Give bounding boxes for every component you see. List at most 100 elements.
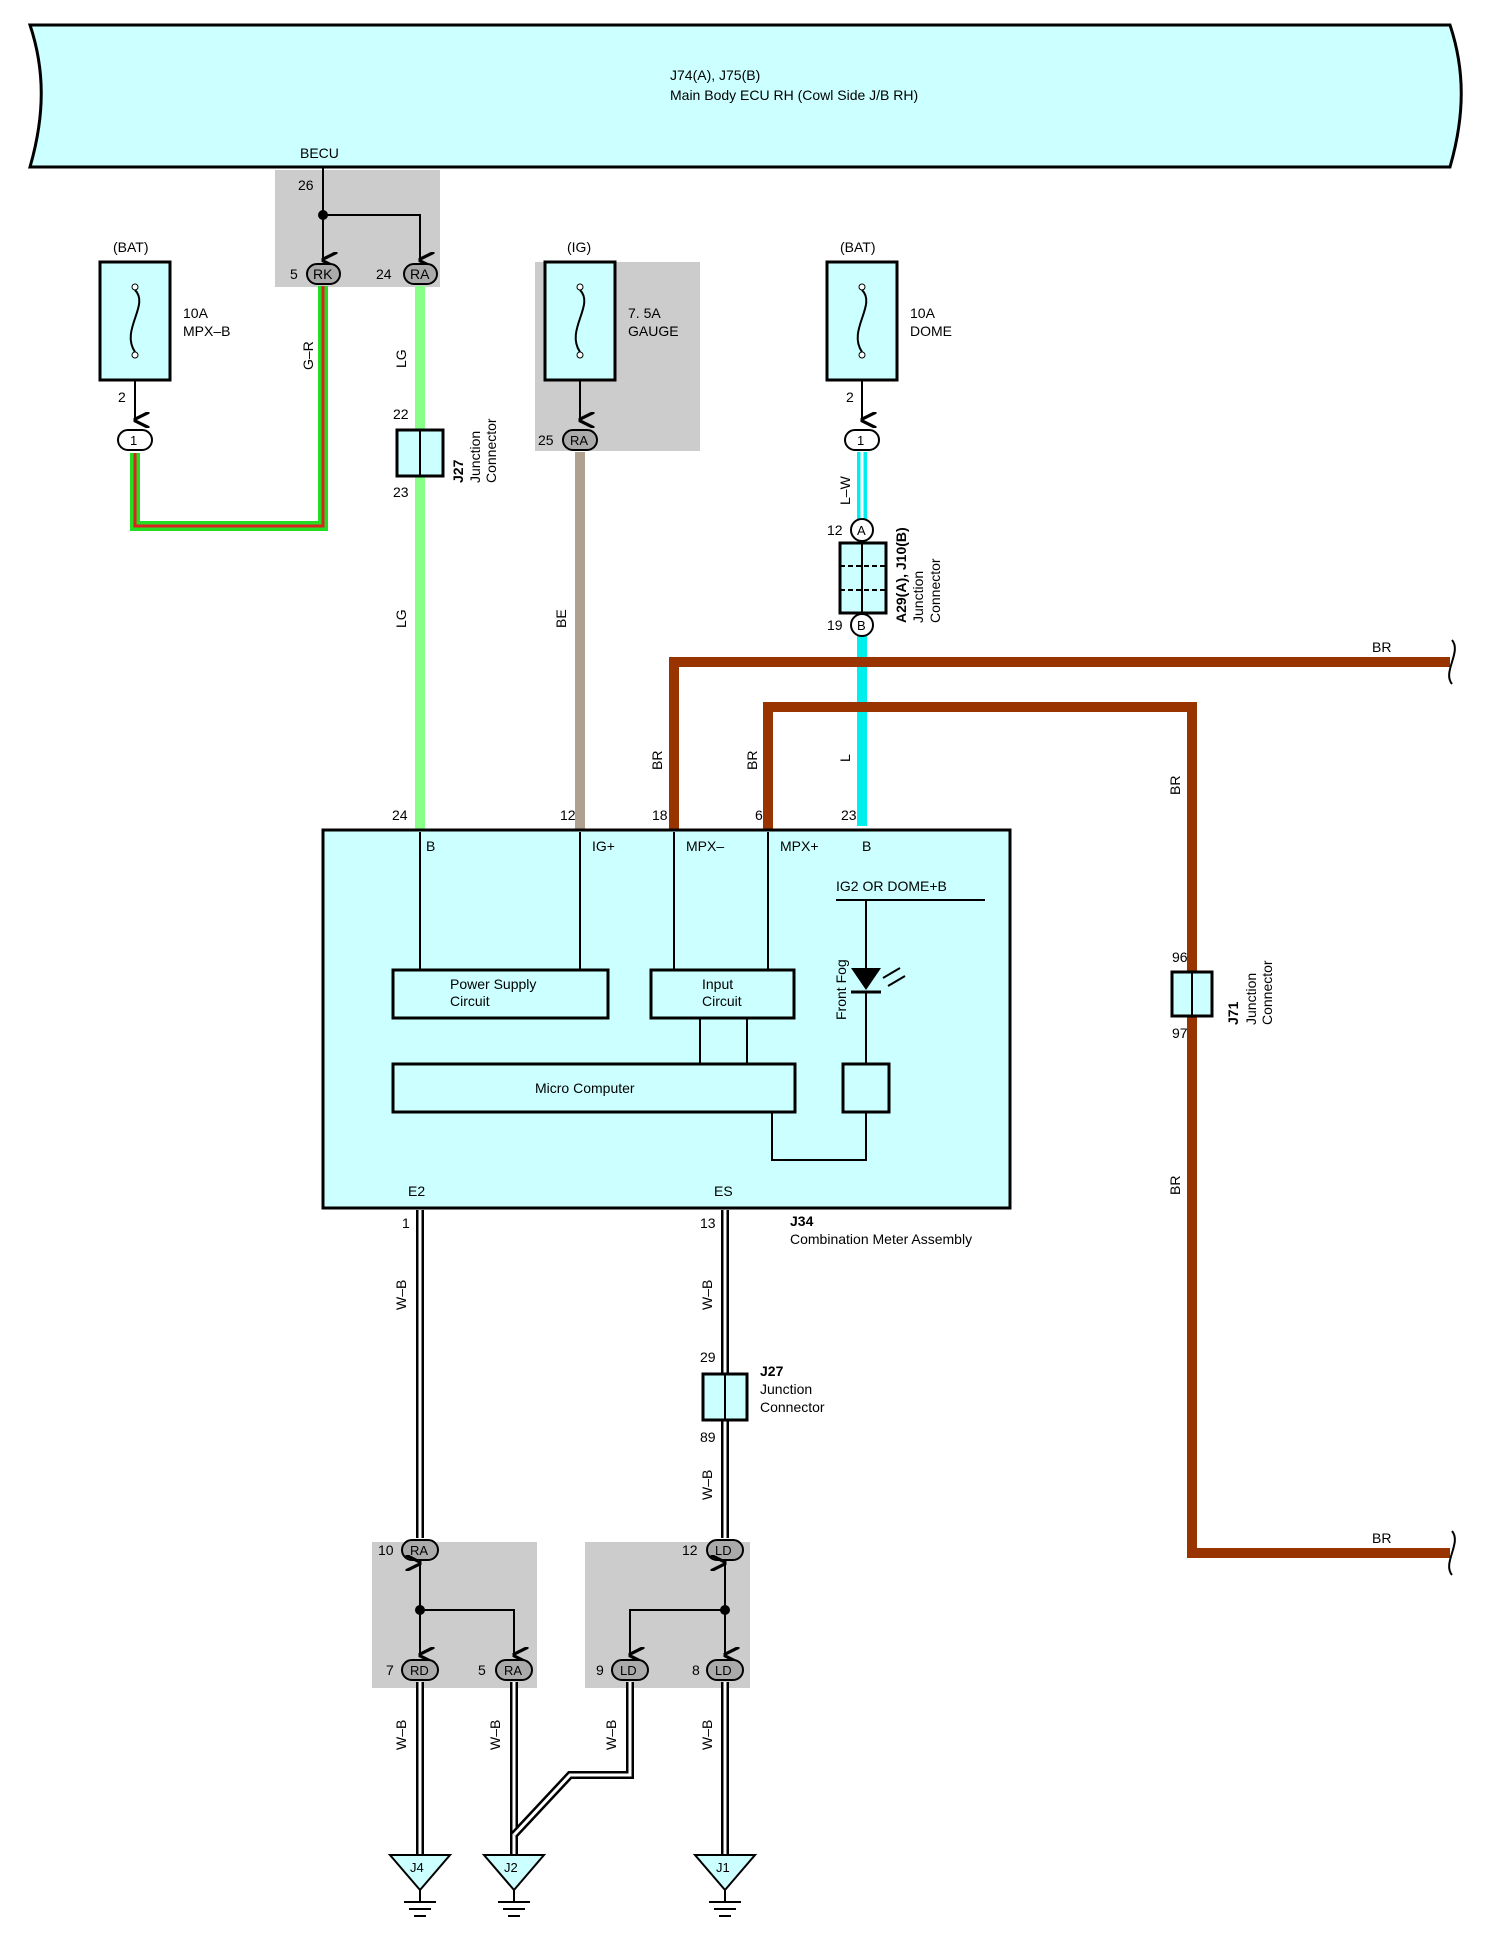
wire-label-l: L — [837, 754, 853, 762]
fuse-dome-pin: 2 — [846, 389, 854, 405]
svg-text:Power Supply: Power Supply — [450, 976, 536, 992]
wire-label-br-3: BR — [649, 751, 665, 770]
svg-text:B: B — [857, 618, 866, 633]
terminal-rk: RK — [306, 263, 341, 285]
fog-driver — [841, 1062, 891, 1114]
a29-desc1: Junction — [910, 571, 926, 623]
meter-term-e2: E2 — [408, 1183, 425, 1199]
meter-term-es: ES — [714, 1183, 733, 1199]
ground-j2: J2 — [481, 1854, 547, 1917]
a29-desc2: Connector — [927, 558, 943, 623]
a29-pin-b: 19 — [827, 617, 843, 633]
ground-ra-out-pin: 5 — [478, 1662, 486, 1678]
meter-title: Combination Meter Assembly — [790, 1231, 972, 1247]
ground-ra-in-pin: 10 — [378, 1542, 394, 1558]
fuse-mpxb-pin: 2 — [118, 389, 126, 405]
meter-pin-igp-outer: 12 — [560, 807, 576, 823]
wire-label-wb-6: W–B — [603, 1720, 619, 1750]
meter-pin-mpxp-outer: 6 — [755, 807, 763, 823]
meter-pin-mpxm-outer: 18 — [652, 807, 668, 823]
wire-label-br-6: BR — [1167, 1176, 1183, 1195]
fuse-mpxb-source: (BAT) — [113, 239, 149, 255]
fuse-mpxb-connector: 1 — [117, 429, 153, 451]
svg-text:1: 1 — [130, 433, 137, 448]
svg-text:J4: J4 — [410, 1860, 424, 1875]
svg-text:1: 1 — [857, 433, 864, 448]
svg-text:J2: J2 — [504, 1860, 518, 1875]
ground-connector-ra-out: RA — [495, 1659, 533, 1681]
svg-text:LD: LD — [715, 1663, 732, 1678]
fuse-gauge-connector: RA — [562, 429, 598, 451]
svg-text:Circuit: Circuit — [450, 993, 490, 1009]
j27-bottom-id: J27 — [760, 1363, 784, 1379]
meter-term-b2: B — [862, 838, 871, 854]
ground-connector-ld-out1: LD — [611, 1659, 649, 1681]
j71-pin-out: 97 — [1172, 1025, 1188, 1041]
svg-text:RD: RD — [410, 1663, 429, 1678]
wire-g-r — [130, 286, 328, 531]
j71-id: J71 — [1225, 1001, 1241, 1025]
fuse-mpxb-amp: 10A — [183, 305, 209, 321]
ground-ld-in-pin: 12 — [682, 1542, 698, 1558]
meter-term-mpxp: MPX+ — [780, 838, 819, 854]
fuse-mpxb-name: MPX–B — [183, 323, 230, 339]
j27-top-desc2: Connector — [483, 418, 499, 483]
main-body-ecu — [27, 23, 1463, 169]
ground-connector-ld-out2: LD — [706, 1659, 744, 1681]
wire-label-wb-7: W–B — [699, 1720, 715, 1750]
wire-label-wb-5: W–B — [487, 1720, 503, 1750]
ecu-title: J74(A), J75(B) — [670, 67, 760, 83]
svg-text:Input: Input — [702, 976, 733, 992]
wire-label-br-5: BR — [1167, 776, 1183, 795]
wire-label-wb-2: W–B — [699, 1280, 715, 1310]
meter-pin-b2-outer: 23 — [841, 807, 857, 823]
svg-text:LD: LD — [715, 1543, 732, 1558]
svg-text:A: A — [857, 523, 866, 538]
j27-top-id: J27 — [450, 459, 466, 483]
fuse-mpxb — [98, 260, 172, 382]
br-continuation-bottom — [1448, 1530, 1456, 1576]
svg-text:RA: RA — [570, 433, 588, 448]
power-supply-circuit: Power Supply Circuit — [391, 968, 610, 1020]
j27-top-desc1: Junction — [467, 431, 483, 483]
meter-id: J34 — [790, 1213, 814, 1229]
svg-text:Circuit: Circuit — [702, 993, 742, 1009]
wire-label-be: BE — [553, 609, 569, 628]
wire-label-br-1: BR — [1372, 639, 1391, 655]
svg-text:J1: J1 — [716, 1860, 730, 1875]
wire-br-mpx-minus — [669, 657, 1450, 830]
wire-label-wb-4: W–B — [393, 1720, 409, 1750]
input-circuit: Input Circuit — [649, 968, 796, 1020]
terminal-rk-pin: 5 — [290, 266, 298, 282]
fuse-dome-amp: 10A — [910, 305, 936, 321]
wire-label-gr: G–R — [300, 341, 316, 370]
ground-j1: J1 — [692, 1854, 758, 1917]
terminal-ra-pin: 24 — [376, 266, 392, 282]
a29-terminal-a — [850, 518, 874, 542]
fuse-gauge-name: GAUGE — [628, 323, 679, 339]
j71-desc2: Connector — [1259, 960, 1275, 1025]
ecu-subtitle: Main Body ECU RH (Cowl Side J/B RH) — [670, 87, 918, 103]
j71-pin-in: 96 — [1172, 949, 1188, 965]
ground-j4: J4 — [387, 1854, 453, 1917]
svg-text:RA: RA — [410, 266, 430, 282]
ground-rd-out-pin: 7 — [386, 1662, 394, 1678]
wire-label-lg-2: LG — [393, 609, 409, 628]
svg-text:Micro Computer: Micro Computer — [535, 1080, 635, 1096]
wire-label-wb-1: W–B — [393, 1280, 409, 1310]
wire-label-br-4: BR — [744, 751, 760, 770]
ground-ld-out2-pin: 8 — [692, 1662, 700, 1678]
a29-id: A29(A), J10(B) — [893, 527, 909, 623]
a29-pin-a: 12 — [827, 522, 843, 538]
svg-text:RK: RK — [313, 266, 333, 282]
meter-term-mpxm: MPX– — [686, 838, 724, 854]
fuse-gauge-pin: 25 — [538, 432, 554, 448]
meter-term-igp: IG+ — [592, 838, 615, 854]
svg-text:RA: RA — [504, 1663, 522, 1678]
a29-terminal-b — [850, 613, 874, 637]
svg-text:LD: LD — [620, 1663, 637, 1678]
wire-wb-ld-to-j2 — [511, 1682, 634, 1838]
br-continuation-top — [1448, 639, 1456, 685]
meter-pin-es-outer: 13 — [700, 1215, 716, 1231]
